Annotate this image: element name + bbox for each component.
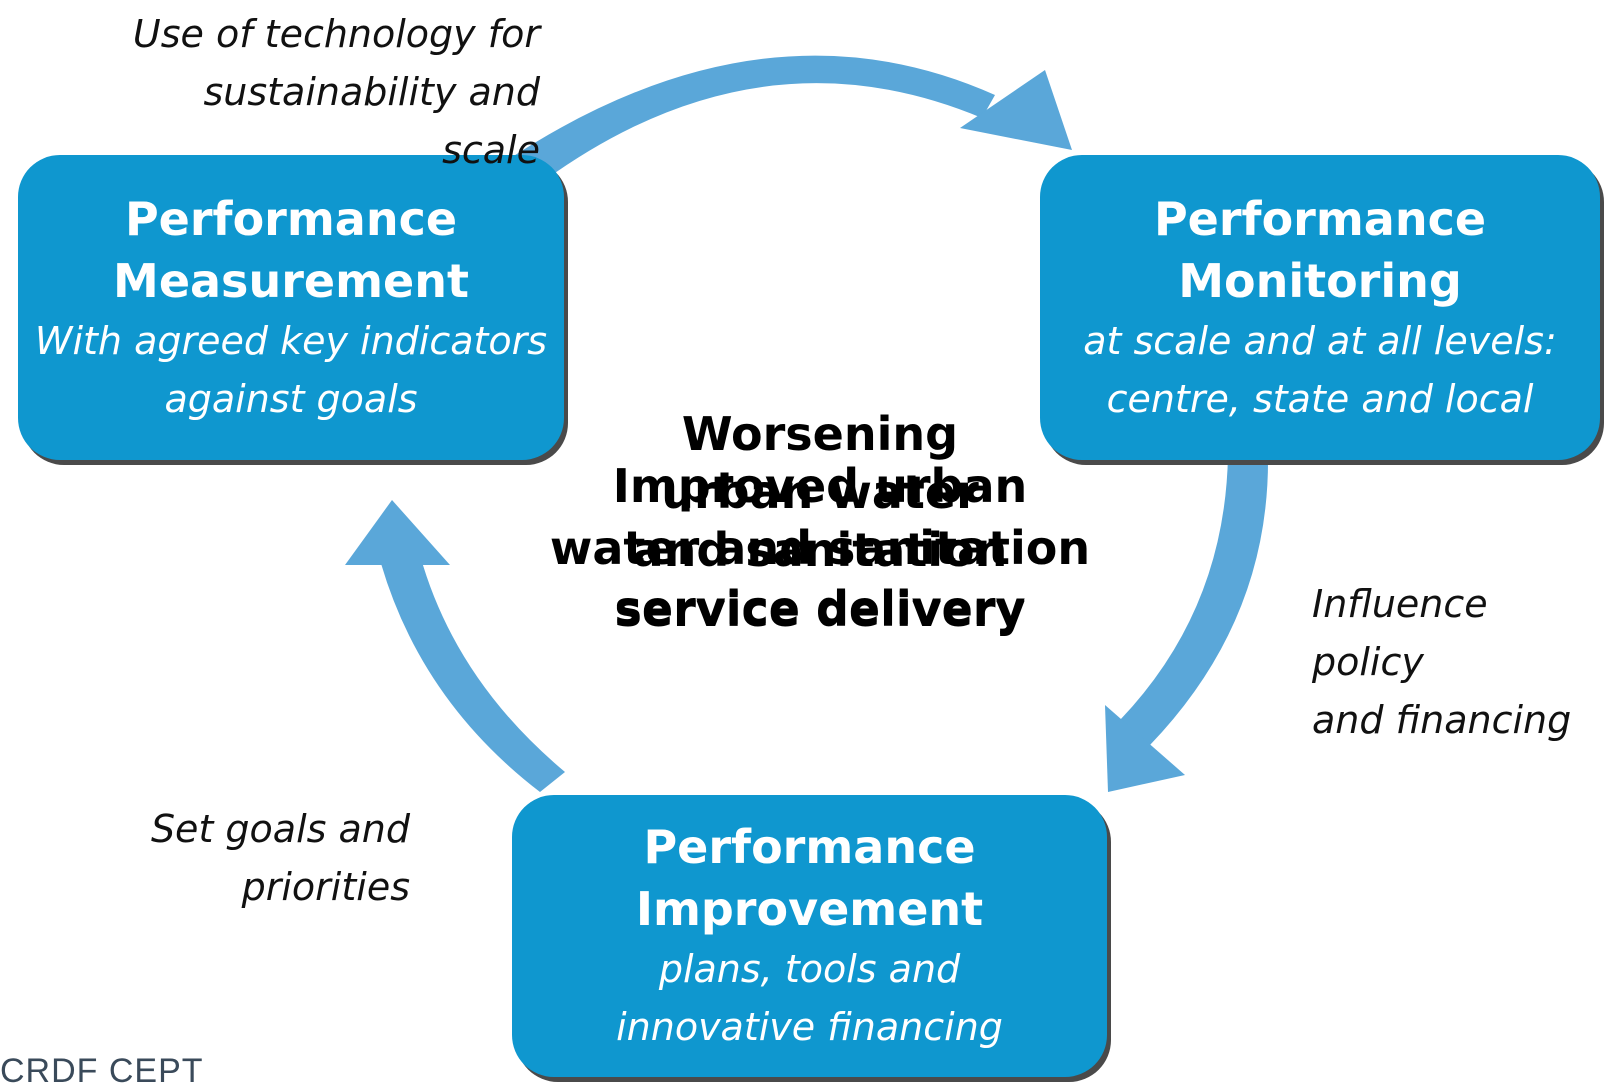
improvement-sub-2: innovative financing (616, 1005, 1003, 1049)
improved-line1: Improved urban (612, 459, 1028, 513)
arrow-top (500, 55, 995, 180)
goals-note-line2: priorities (241, 865, 410, 909)
performance-monitoring-box: Performance Monitoring at scale and at a… (1040, 155, 1600, 460)
worsening-line1: Worsening (681, 407, 959, 461)
arrow-right-head (1105, 705, 1185, 792)
measurement-sub-1: With agreed key indicators (34, 318, 548, 363)
influence-note-line2: and financing (1312, 698, 1572, 742)
measurement-sub-2: against goals (164, 376, 418, 421)
improved-line2: water and sanitation (549, 521, 1091, 575)
monitoring-sub-1: at scale and at all levels: (1083, 318, 1557, 363)
measurement-title-1: Performance (124, 191, 458, 246)
monitoring-sub-2: centre, state and local (1106, 376, 1534, 421)
improvement-title-2: Improvement (635, 882, 984, 936)
arrow-left-head (345, 500, 450, 565)
performance-improvement-box: Performance Improvement plans, tools and… (512, 795, 1107, 1077)
influence-note: Influence policy and financing (1312, 575, 1602, 749)
improvement-sub-1: plans, tools and (658, 947, 961, 991)
measurement-title-2: Measurement (113, 253, 469, 308)
monitoring-title-1: Performance (1153, 191, 1487, 246)
center-text-worsening: Worsening urban water and sanitation ser… (560, 405, 1080, 637)
worsening-line3: and sanitation (632, 523, 1008, 577)
worsening-line4: service delivery (614, 581, 1026, 635)
arrow-left (380, 555, 565, 792)
monitoring-title-2: Monitoring (1178, 253, 1462, 308)
improvement-title-1: Performance (643, 820, 976, 874)
improved-line3: service delivery (614, 583, 1026, 637)
worsening-line2: urban water (661, 465, 979, 519)
center-text-improved: Improved urban water and sanitation serv… (520, 455, 1120, 641)
technology-note: Use of technology for sustainability and… (100, 5, 540, 179)
influence-note-line1: Influence policy (1312, 582, 1488, 684)
arrow-right (1120, 455, 1269, 745)
technology-note-line2: sustainability and scale (203, 70, 540, 172)
technology-note-line1: Use of technology for (132, 12, 540, 56)
goals-note-line1: Set goals and (150, 807, 410, 851)
goals-note: Set goals and priorities (110, 800, 410, 916)
footer-logo-text: CRDF CEPT (0, 1052, 204, 1090)
performance-measurement-box: Performance Measurement With agreed key … (18, 155, 564, 460)
arrow-top-head (960, 70, 1072, 150)
